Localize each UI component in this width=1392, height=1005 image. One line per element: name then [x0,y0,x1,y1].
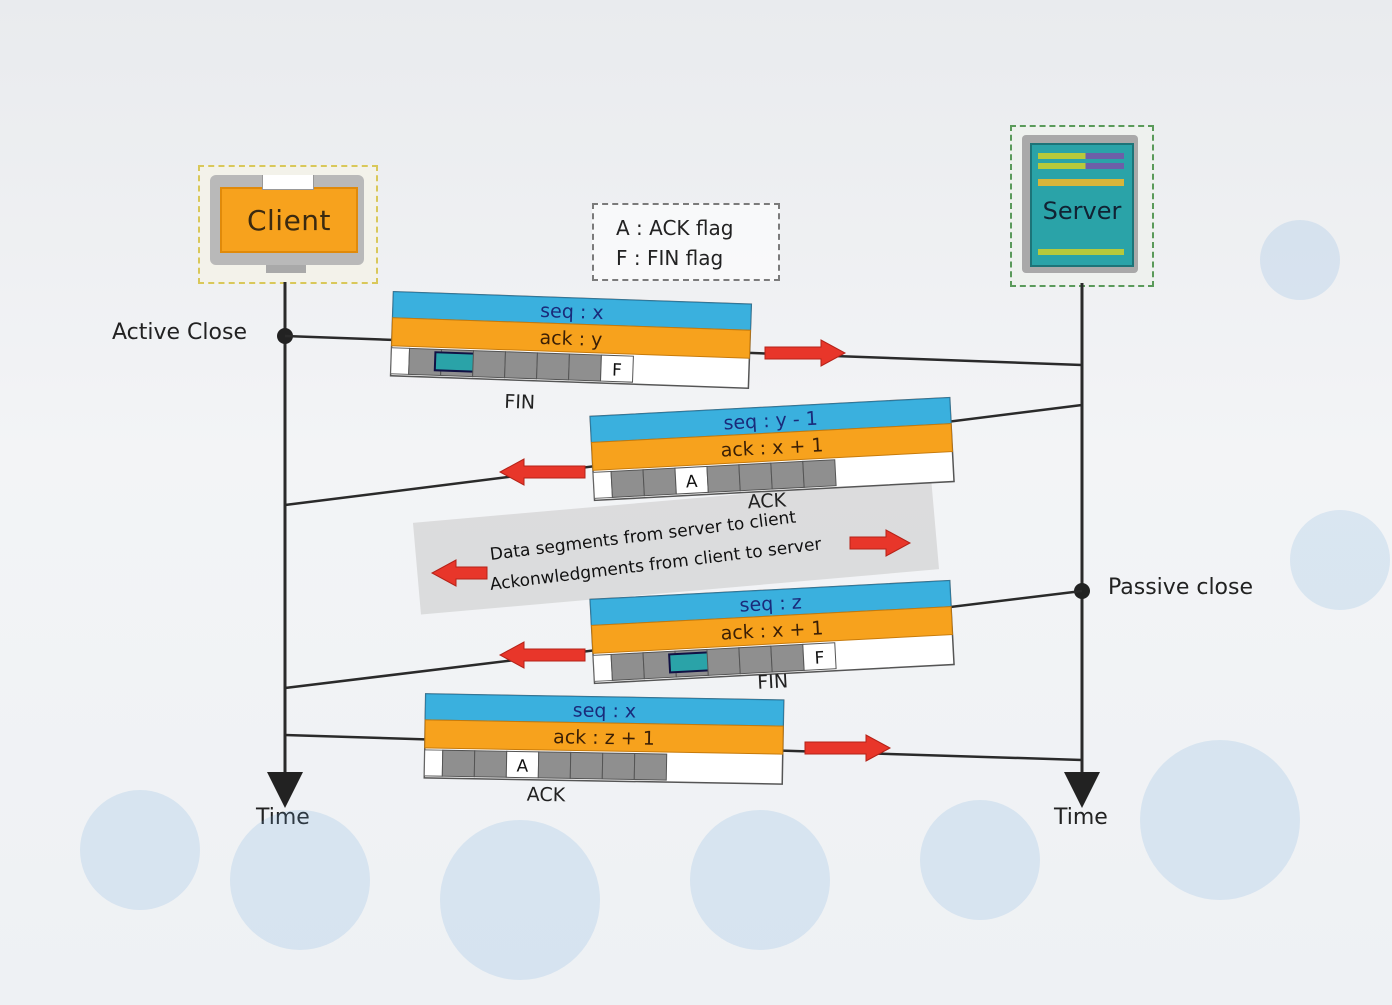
flag-cell-blank [592,653,613,682]
passive-close-label: Passive close [1108,575,1254,600]
flag-cell [473,750,508,778]
flag-cell [738,462,773,492]
flag-letter: A [516,756,528,776]
left-arrow-icon [498,458,586,486]
flag-cell-blank [592,470,613,499]
flag-cell [568,353,602,382]
background-decoration [440,820,600,980]
background-decoration [920,800,1040,920]
segment-caption: ACK [527,784,566,807]
flag-cell [738,645,773,675]
flag-cell [802,459,837,488]
background-decoration [690,810,830,950]
background-decoration [80,790,200,910]
flag-cell [610,469,645,498]
ack-field [391,317,751,359]
flag-cell [504,351,538,380]
server-node: Server [1010,125,1154,287]
server-bar-icon [1038,179,1124,186]
seq-text: seq : y - 1 [723,408,818,435]
server-label: Server [1042,197,1122,225]
flag-cell [472,350,506,379]
ack-field [424,719,784,755]
flag-cell [569,751,604,780]
flag-cell [642,467,677,497]
seq-text: seq : x [540,300,604,324]
background-decoration [230,810,370,950]
ack-text: ack : x + 1 [720,434,824,461]
flag-cell-set [802,642,837,671]
ack-field [590,606,954,654]
highlight-marker-icon [668,651,712,674]
flag-cell-blank [390,347,411,375]
server-bar-icon [1038,249,1124,255]
monitor-stand-icon [266,265,306,273]
client-node: Client [198,165,378,284]
right-arrow-icon [764,339,847,367]
active-close-label: Active Close [112,320,247,345]
flag-letter: F [814,648,825,668]
flag-cell [537,751,572,779]
seq-text: seq : x [573,699,637,722]
seq-text: seq : z [739,591,802,616]
highlight-marker-icon [433,351,477,373]
flag-cell [441,749,476,778]
server-bar-icon [1038,163,1124,169]
tcp-segment-4: seq : x ack : z + 1 A ACK [423,693,785,807]
background-decoration [1260,220,1340,300]
server-bar-icon [1038,153,1124,159]
flag-cell [706,647,741,676]
flag-cell [633,753,668,781]
left-arrow-icon [430,559,488,587]
flag-cell [706,464,741,493]
segment-caption: FIN [757,670,789,694]
right-arrow-icon [849,529,912,557]
flag-cell [601,752,636,781]
server-time-label: Time [1054,805,1108,830]
flag-cell [770,643,805,673]
background-decoration [1140,740,1300,900]
ack-text: ack : x + 1 [720,617,824,644]
ack-text: ack : y [539,327,603,351]
flag-cell [610,652,645,681]
flag-cell-set [599,354,634,383]
flag-cell-blank [423,749,444,777]
flag-cell [770,460,805,490]
flag-legend: A : ACK flag F : FIN flag [592,203,780,281]
flag-letter: A [685,472,698,493]
background-decoration [1290,510,1390,610]
ack-field [590,423,954,471]
legend-ack-flag: A : ACK flag [616,216,734,240]
tcp-segment-1: seq : x ack : y F FIN [389,291,753,414]
legend-fin-flag: F : FIN flag [616,246,724,270]
monitor-tab-icon [262,175,314,190]
client-label: Client [220,187,358,253]
right-arrow-icon [804,734,892,762]
segment-caption: FIN [504,391,535,414]
flag-cell [536,352,570,381]
server-panel: Server [1030,143,1134,267]
segment-caption: ACK [747,489,787,513]
ack-text: ack : z + 1 [553,726,655,750]
client-time-label: Time [256,805,310,830]
flag-letter: F [612,360,622,380]
left-arrow-icon [498,641,586,669]
server-rack-icon: Server [1022,135,1138,273]
monitor-icon: Client [210,175,364,265]
